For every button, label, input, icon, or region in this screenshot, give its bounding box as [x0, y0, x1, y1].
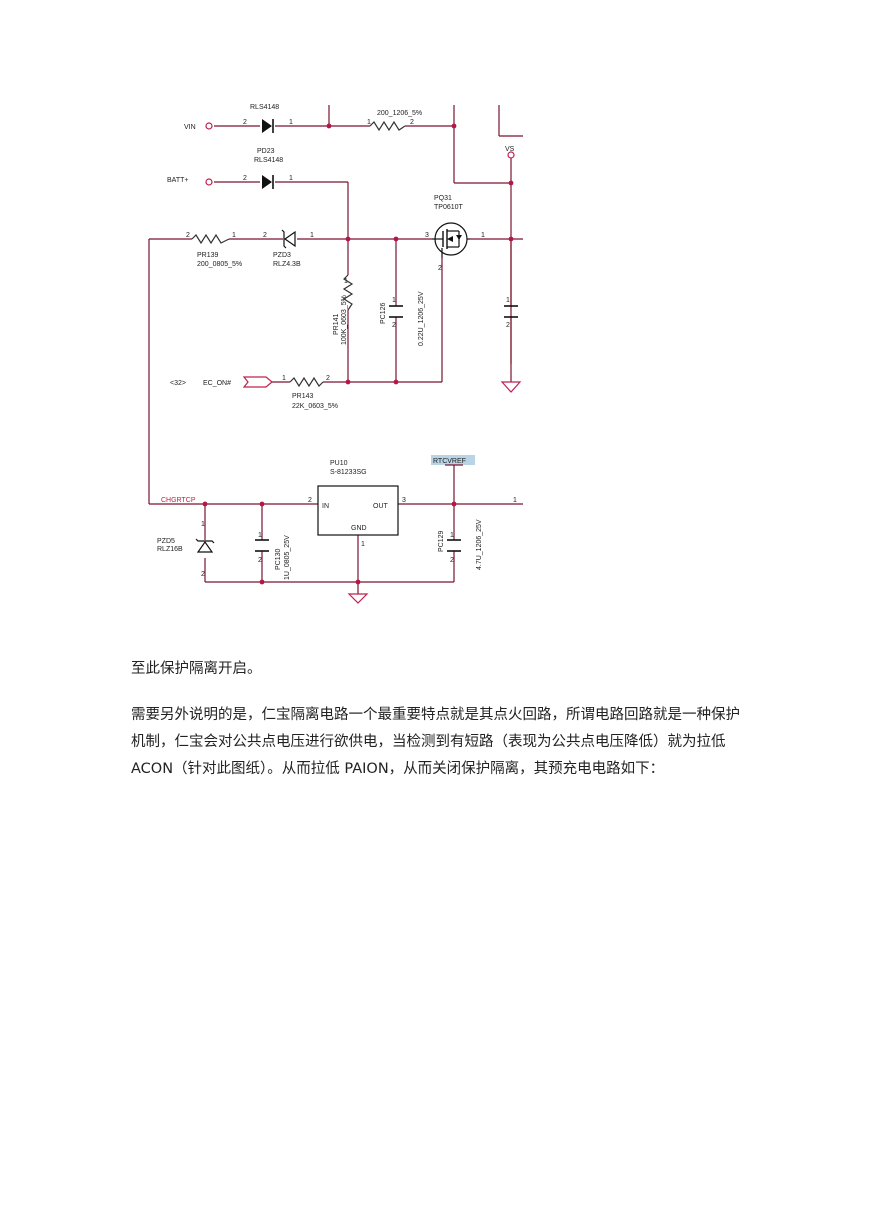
svg-text:2: 2 — [308, 497, 312, 504]
svg-text:1: 1 — [361, 541, 365, 548]
pu10-gnd-label: GND — [351, 525, 367, 532]
svg-text:2: 2 — [410, 119, 414, 126]
svg-text:1: 1 — [289, 119, 293, 126]
svg-text:2: 2 — [392, 322, 396, 329]
pzd5-zener-symbol — [195, 538, 215, 553]
svg-text:1: 1 — [201, 521, 205, 528]
pu10-ref: PU10 — [330, 460, 348, 467]
pr139-ref: PR139 — [197, 252, 219, 259]
pc130-value: 1U_0805_25V — [284, 535, 291, 580]
pzd3-ref: PZD3 — [273, 252, 291, 259]
net-label-batt: BATT+ — [167, 177, 188, 184]
pu10-regulator-box — [317, 485, 399, 536]
top-resistor-value: 200_1206_5% — [377, 110, 422, 117]
pc126-value: 0.22U_1206_25V — [418, 291, 425, 346]
pq31-mosfet-symbol — [432, 222, 470, 258]
pd23-value: RLS4148 — [254, 157, 283, 164]
svg-text:1: 1 — [450, 532, 454, 539]
svg-text:1: 1 — [232, 232, 236, 239]
svg-text:2: 2 — [506, 322, 510, 329]
ground-symbol — [347, 593, 369, 604]
rtcvref-flag-bg — [431, 455, 475, 465]
status-line: 至此保护隔离开启。 — [131, 661, 262, 677]
pc130-ref: PC130 — [275, 548, 282, 570]
pr143-resistor-symbol — [289, 376, 324, 388]
top-diode-symbol — [262, 119, 274, 133]
pq31-value: TP0610T — [434, 204, 464, 211]
pr141-resistor-symbol — [342, 274, 354, 311]
pu10-value: S-81233SG — [330, 469, 367, 476]
svg-text:2: 2 — [263, 232, 267, 239]
svg-text:1: 1 — [344, 278, 348, 285]
pc130-capacitor-symbol — [255, 539, 269, 552]
right-capacitor-symbol — [504, 305, 518, 318]
svg-text:1: 1 — [513, 497, 517, 504]
pr141-ref: PR141 — [333, 313, 340, 335]
svg-text:1: 1 — [392, 297, 396, 304]
pc129-ref: PC129 — [438, 530, 445, 552]
svg-text:2: 2 — [243, 175, 247, 182]
pzd5-ref: PZD5 — [157, 538, 175, 545]
pr143-ref: PR143 — [292, 393, 314, 400]
pzd3-value: RLZ4.3B — [273, 261, 301, 268]
top-diode-value: RLS4148 — [250, 104, 279, 111]
svg-text:2: 2 — [186, 232, 190, 239]
svg-text:2: 2 — [326, 375, 330, 382]
net-label-ec-ref: <32> — [170, 380, 186, 387]
top-resistor-symbol — [369, 120, 406, 132]
pr141-value: 100K_0603_5% — [341, 295, 348, 345]
net-label-chgrtcp: CHGRTCP — [161, 497, 196, 504]
svg-text:1: 1 — [310, 232, 314, 239]
pr139-resistor-symbol — [191, 233, 230, 245]
pc129-value: 4.7U_1206_25V — [476, 519, 483, 570]
svg-text:3: 3 — [402, 497, 406, 504]
svg-text:3: 3 — [425, 232, 429, 239]
pd23-ref: PD23 — [257, 148, 275, 155]
pr143-value: 22K_0603_5% — [292, 403, 338, 410]
svg-text:1: 1 — [367, 119, 371, 126]
svg-text:1: 1 — [282, 375, 286, 382]
pc129-capacitor-symbol — [447, 539, 461, 552]
ground-symbol — [500, 381, 522, 393]
pzd5-value: RLZ16B — [157, 546, 183, 553]
net-label-ec-on: EC_ON# — [203, 380, 231, 387]
net-label-vs: VS — [505, 146, 515, 153]
wires — [148, 105, 523, 594]
svg-text:2: 2 — [243, 119, 247, 126]
pzd3-zener-symbol — [281, 229, 296, 249]
svg-text:1: 1 — [258, 532, 262, 539]
pc126-ref: PC126 — [380, 302, 387, 324]
pin-numbers: 2 1 1 2 2 1 2 1 2 1 3 1 2 1 1 2 1 2 1 2 … — [186, 119, 517, 578]
pd23-diode-symbol — [262, 175, 274, 189]
svg-text:1: 1 — [289, 175, 293, 182]
pu10-out-label: OUT — [373, 503, 389, 510]
svg-text:2: 2 — [438, 265, 442, 272]
svg-text:2: 2 — [258, 557, 262, 564]
svg-text:2: 2 — [450, 557, 454, 564]
svg-text:1: 1 — [481, 232, 485, 239]
vin-terminal — [205, 122, 213, 130]
schematic-diagram: VIN BATT+ VS EC_ON# <32> CHGRTCP RTCVREF… — [148, 104, 523, 604]
ec-on-connector — [242, 376, 273, 388]
junction-dots — [202, 123, 514, 585]
pu10-in-label: IN — [322, 503, 329, 510]
pr139-value: 200_0805_5% — [197, 261, 242, 268]
svg-text:2: 2 — [201, 571, 205, 578]
svg-text:1: 1 — [506, 297, 510, 304]
net-label-vin: VIN — [184, 124, 196, 131]
explanation-paragraph: 需要另外说明的是，仁宝隔离电路一个最重要特点就是其点火回路，所谓电路回路就是一种… — [131, 707, 740, 777]
pc126-capacitor-symbol — [389, 305, 403, 318]
vs-terminal — [507, 151, 515, 159]
net-label-rtcvref: RTCVREF — [433, 458, 466, 465]
batt-terminal — [205, 178, 213, 186]
pq31-ref: PQ31 — [434, 195, 452, 202]
